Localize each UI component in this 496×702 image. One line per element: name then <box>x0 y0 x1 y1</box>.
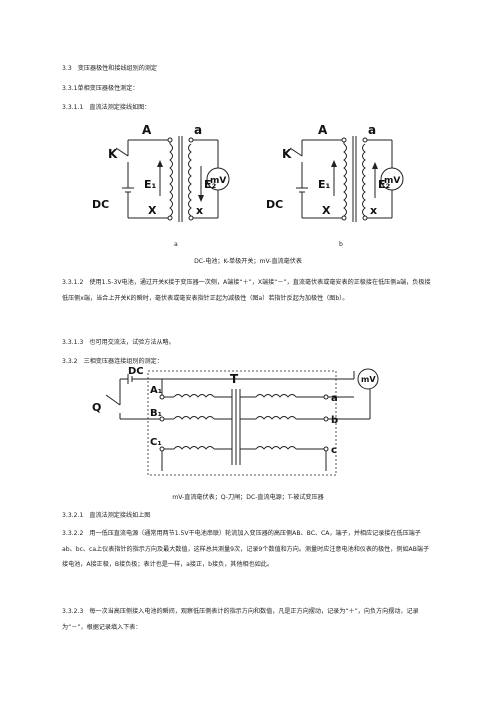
paragraph-3-3-2-2: 3.3.2.2 用一低压直流电源（通常用两节1.5V干电池串联）轮流加入变压器的… <box>62 526 434 573</box>
dc-source-label: DC <box>266 198 283 211</box>
dc-source-label: DC <box>128 367 144 377</box>
three-phase-circuit-diagram: DC T Q mV A₁ B₁ C₁ a b c <box>92 367 379 476</box>
subsection-three-phase: 3.3.2 三相变压器连接组别的测定： <box>62 358 163 365</box>
circuit-diagram-b: A a K DC E₁ E₂ mV X x <box>266 123 404 222</box>
paragraph-text: 3.3.2.2 用一低压直流电源（通常用两节1.5V干电池串联）轮流加入变压器的… <box>62 530 430 568</box>
terminal-A-label: A <box>318 123 328 137</box>
millivoltmeter-label: mV <box>361 375 376 384</box>
emf-E1-label: E₁ <box>318 178 331 191</box>
millivoltmeter-label: mV <box>210 176 226 186</box>
switch-K-label: K <box>282 147 292 161</box>
circuit-diagram-a: A a K DC E₁ E₂ mV X x <box>92 123 230 222</box>
terminal-a-label: a <box>194 123 202 137</box>
paragraph-text: 3.3.1.2 使用1.5-3V电池，通过开关K接于变压器一次侧，A端接“＋”，… <box>62 279 431 302</box>
figure-b-label: b <box>339 241 343 248</box>
knife-switch-Q-label: Q <box>92 401 101 414</box>
paragraph-3-3-2-3: 3.3.2.3 每一次当高压侧接入电池的瞬间，观察低压侧表计的指示方向和数值，凡… <box>62 604 434 635</box>
terminal-c-label: c <box>331 445 337 456</box>
subsection-single-phase: 3.3.1单相变压器极性测定： <box>62 85 139 92</box>
section-heading: 3.3 变压器极性和接线组别的测定 <box>62 65 158 72</box>
millivoltmeter-label: mV <box>384 176 400 186</box>
terminal-x-label: x <box>370 204 377 217</box>
emf-E2-label: E₂ <box>204 178 217 191</box>
terminal-a-label: a <box>331 393 338 404</box>
paragraph-3-3-1-3: 3.3.1.3 也可用交流法，试验方法从略。 <box>62 339 175 346</box>
paragraph-text: 3.3.2.3 每一次当高压侧接入电池的瞬间，观察低压侧表计的指示方向和数值，凡… <box>62 608 419 631</box>
emf-E2-label: E₂ <box>378 178 391 191</box>
paragraph-3-3-2-1: 3.3.2.1 直流法测定接线如上图 <box>62 512 151 519</box>
terminal-a-label: a <box>368 123 376 137</box>
dc-source-label: DC <box>92 198 109 211</box>
figure-1-caption: DC-电池；K-单极开关；mV-直流毫伏表 <box>194 258 302 265</box>
figure-a-label: a <box>174 241 178 248</box>
emf-E1-label: E₁ <box>144 178 157 191</box>
terminal-C1-label: C₁ <box>150 437 162 448</box>
transformer-T-label: T <box>230 372 239 386</box>
terminal-A-label: A <box>142 123 152 137</box>
figure-2-caption: mV-直流毫伏表；Q-刀闸；DC-直流电源；T-被试变压器 <box>172 494 324 501</box>
switch-K-label: K <box>108 147 118 161</box>
terminal-B1-label: B₁ <box>150 408 162 419</box>
terminal-A1-label: A₁ <box>150 385 162 396</box>
terminal-X-label: X <box>148 204 157 217</box>
terminal-x-label: x <box>196 204 203 217</box>
subsection-dc-method: 3.3.1.1 直流法测定接线如图： <box>62 104 151 111</box>
terminal-b-label: b <box>331 415 338 426</box>
paragraph-3-3-1-2: 3.3.1.2 使用1.5-3V电池，通过开关K接于变压器一次侧，A端接“＋”，… <box>62 275 434 306</box>
terminal-X-label: X <box>322 204 331 217</box>
